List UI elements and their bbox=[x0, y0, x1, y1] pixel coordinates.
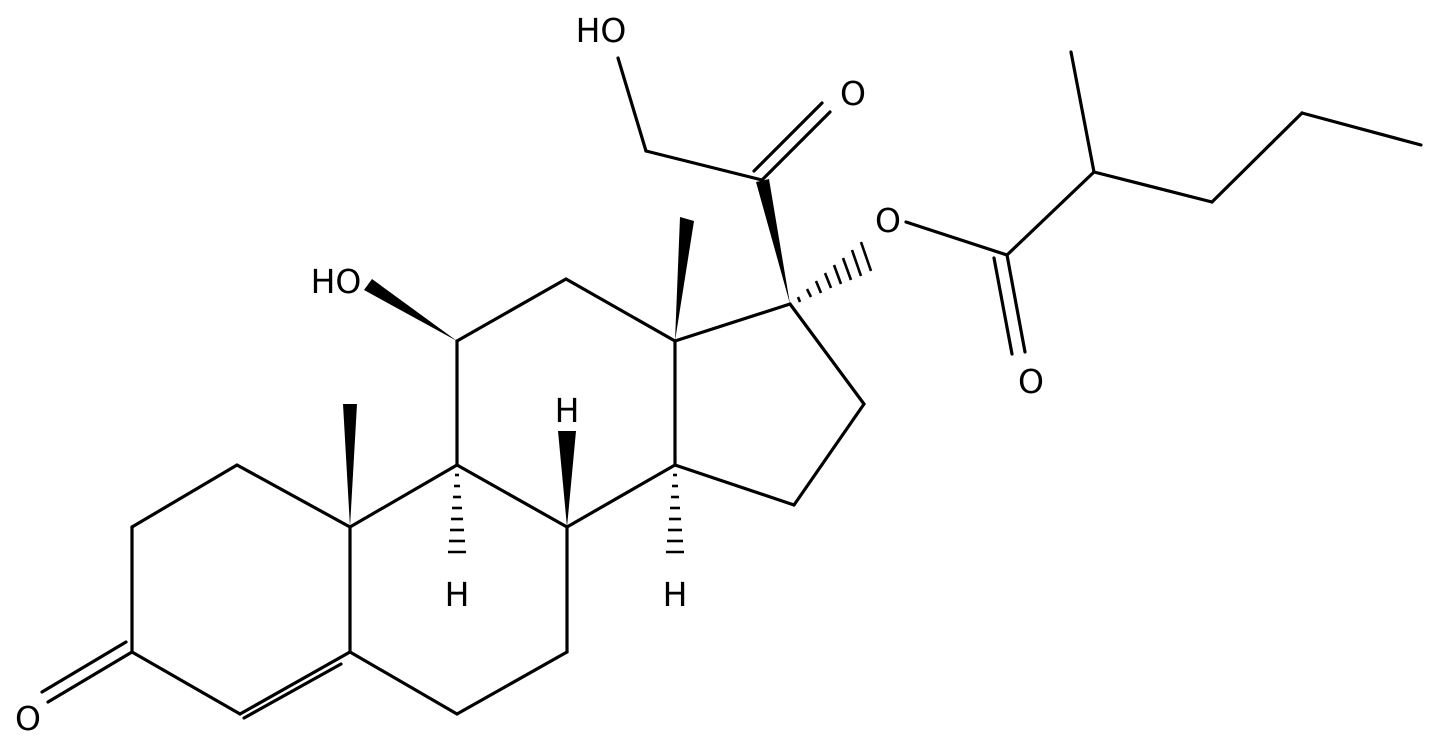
ring-a-bonds bbox=[130, 463, 352, 720]
wedge-c17-c20 bbox=[756, 179, 790, 304]
hashed-bonds bbox=[448, 241, 873, 554]
h9-label: H bbox=[445, 575, 470, 614]
c3-ketone-bond bbox=[40, 640, 134, 704]
atom-labels: O HO HO O O O H H H bbox=[15, 11, 1044, 738]
c17-side-chain-bonds bbox=[616, 56, 832, 182]
c21-hydroxyl-label: HO bbox=[576, 11, 627, 50]
wedge-c11-hydroxyl bbox=[364, 279, 457, 341]
ester-oxygen-label: O bbox=[875, 201, 901, 240]
c11-hydroxyl-label: HO bbox=[311, 262, 362, 301]
wedge-c10-methyl bbox=[343, 404, 357, 527]
wedge-c8-hydrogen bbox=[558, 431, 576, 527]
hash-c9-hydrogen bbox=[448, 473, 466, 554]
h8-label: H bbox=[555, 391, 580, 430]
ring-d-bonds bbox=[673, 302, 866, 507]
hash-c17-ester-oxygen bbox=[796, 241, 873, 303]
c3-oxo-label: O bbox=[15, 699, 41, 738]
c20-oxo-label: O bbox=[840, 74, 866, 113]
ring-c-bonds bbox=[455, 277, 677, 529]
ring-b-bonds bbox=[348, 463, 569, 716]
hash-c14-hydrogen bbox=[666, 473, 684, 554]
wedge-c13-methyl bbox=[675, 217, 694, 341]
wedge-bonds bbox=[343, 179, 790, 527]
ester-chain-bonds bbox=[904, 50, 1423, 356]
h14-label: H bbox=[663, 575, 688, 614]
ester-carbonyl-oxygen-label: O bbox=[1018, 362, 1044, 401]
